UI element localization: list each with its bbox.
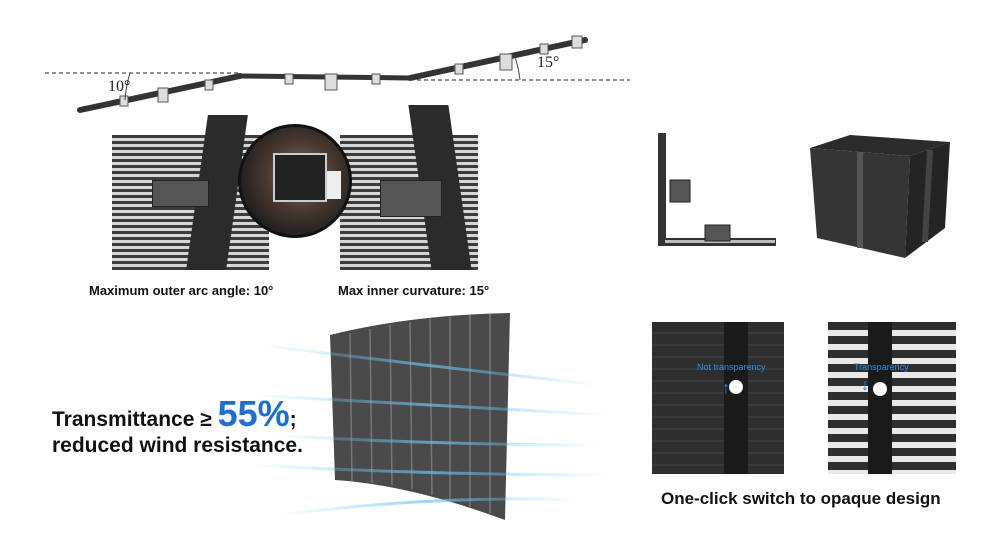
lock-latch xyxy=(327,171,341,199)
left-angle-label: 10° xyxy=(108,78,131,95)
bracket xyxy=(499,53,513,71)
transparency-label: Transparency xyxy=(854,362,909,372)
right-angle-assembly xyxy=(658,133,776,246)
bracket xyxy=(284,73,294,85)
connector-bracket xyxy=(380,180,442,217)
bracket xyxy=(571,35,583,49)
connector-bracket xyxy=(152,180,209,207)
transparent-mode-panel: Transparency ↓ xyxy=(828,322,956,474)
bracket xyxy=(454,63,464,75)
wind-resistance-illustration xyxy=(249,313,611,520)
inner-curvature-caption: Max inner curvature: 15° xyxy=(338,283,490,298)
cube-assembly xyxy=(810,135,950,258)
right-angle-label: 15° xyxy=(537,54,560,71)
arrow-up-icon: ↑ xyxy=(722,380,730,397)
not-transparency-label: Not transparency xyxy=(697,362,766,372)
bracket xyxy=(119,95,129,107)
angle-arc-left xyxy=(124,72,131,101)
inner-arc-beam xyxy=(407,37,588,81)
connector-zoom-detail xyxy=(238,124,352,238)
opaque-mode-panel: Not transparency ↑ xyxy=(652,322,784,474)
transmittance-value: 55% xyxy=(217,393,290,434)
curved-mesh-panel xyxy=(330,313,510,520)
arrow-down-icon: ↓ xyxy=(861,377,869,394)
transmittance-prefix: Transmittance ≥ xyxy=(52,408,218,431)
curvature-arc-diagram xyxy=(45,35,630,113)
inner-curvature-panel-photo xyxy=(340,105,478,270)
switch-knob xyxy=(873,382,887,396)
wind-resistance-text: reduced wind resistance. xyxy=(52,434,303,457)
panel-column xyxy=(724,322,748,474)
switch-knob xyxy=(729,380,743,394)
transmittance-suffix: ; xyxy=(289,408,297,431)
bracket xyxy=(157,87,169,103)
bracket xyxy=(324,73,338,91)
transmittance-line: Transmittance ≥ 55%; xyxy=(52,393,297,435)
opaque-switch-caption: One-click switch to opaque design xyxy=(661,489,941,508)
panel-column xyxy=(868,322,892,474)
angle-arc-right xyxy=(514,56,521,81)
bracket xyxy=(371,73,381,85)
bracket xyxy=(539,43,549,55)
lock-mechanism xyxy=(273,153,327,202)
outer-arc-caption: Maximum outer arc angle: 10° xyxy=(89,283,274,298)
bracket xyxy=(204,79,214,91)
